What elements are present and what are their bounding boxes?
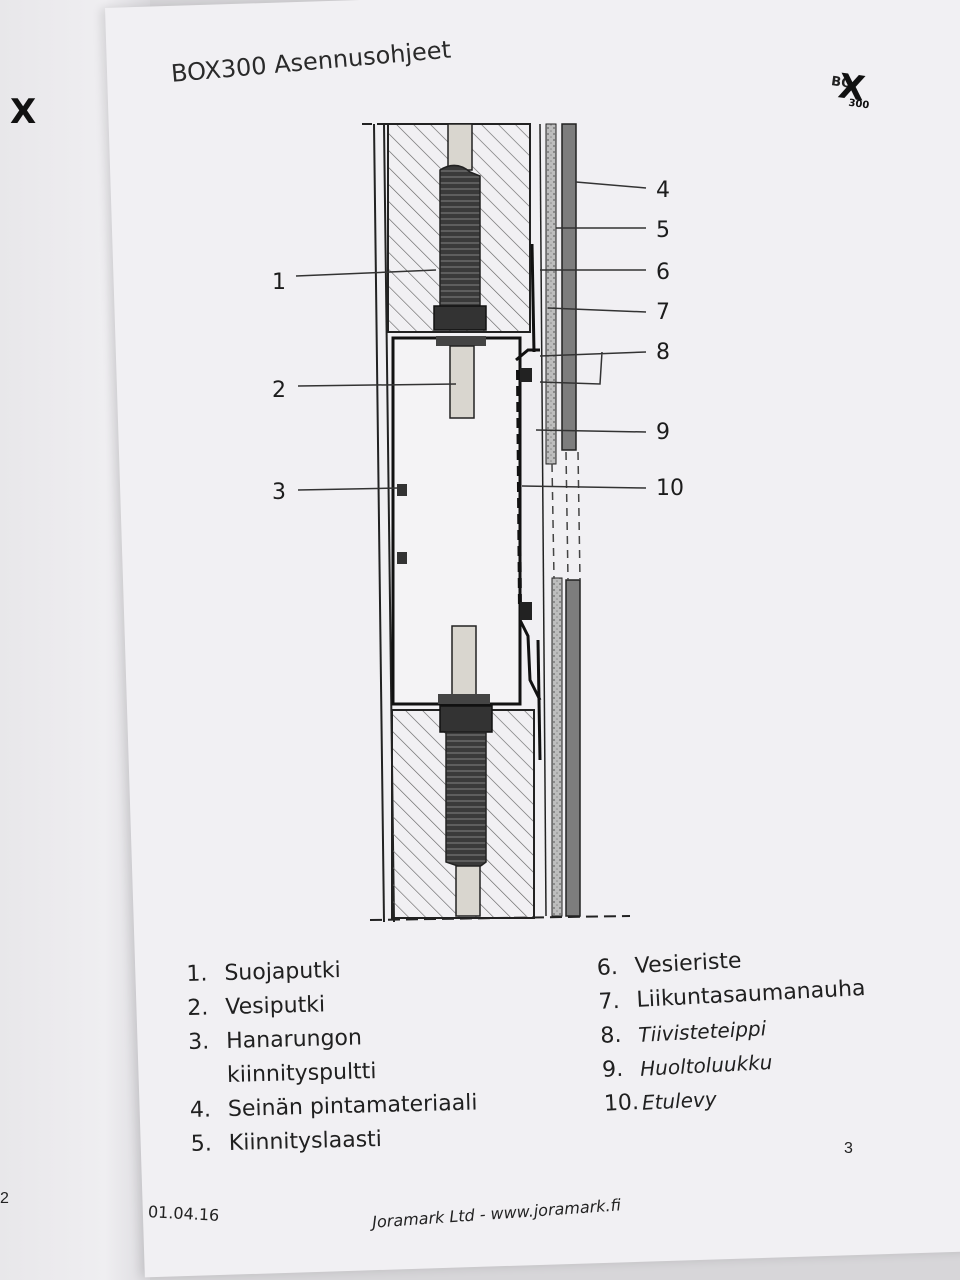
wall-surface-lower xyxy=(565,579,581,917)
legend-left: 1.Suojaputki 2.Vesiputki 3.Hanarungon ki… xyxy=(186,950,479,1161)
page-number: 3 xyxy=(844,1140,853,1157)
upper-wall-block xyxy=(387,123,531,333)
callout-7: 7 xyxy=(656,300,670,325)
protective-pipe-top xyxy=(447,123,473,171)
callout-leader-lines xyxy=(295,181,647,491)
callout-9: 9 xyxy=(656,420,670,445)
pipe-fitting-lower xyxy=(439,705,493,733)
callout-2: 2 xyxy=(272,378,286,403)
protective-conduit-lower xyxy=(445,731,487,870)
lower-wall-block xyxy=(391,705,535,919)
pipe-fitting-upper xyxy=(433,305,487,331)
water-pipe-upper xyxy=(449,345,475,419)
wall-surface-upper xyxy=(561,123,577,451)
mounting-bolt-lower xyxy=(397,552,407,564)
callout-10: 10 xyxy=(656,476,684,501)
legend-right: 6.Vesieriste 7.Liikuntasaumanauha 8.Tiiv… xyxy=(596,938,872,1122)
water-pipe-lower xyxy=(451,625,477,697)
footer-date: 01.04.16 xyxy=(147,1202,220,1225)
callout-5: 5 xyxy=(656,218,670,243)
callout-8: 8 xyxy=(656,340,670,365)
callout-3: 3 xyxy=(272,480,286,505)
previous-page-number: 2 xyxy=(0,1190,9,1207)
box300-logo-previous: X xyxy=(0,92,48,136)
callout-6: 6 xyxy=(656,260,670,285)
front-plate xyxy=(516,369,522,611)
callout-1: 1 xyxy=(272,270,286,295)
mounting-bolt-upper xyxy=(397,484,407,496)
protective-conduit-upper xyxy=(439,164,481,309)
logo-mark: X xyxy=(10,92,37,132)
protective-pipe-bottom xyxy=(455,865,481,917)
wall-layers-right xyxy=(530,123,581,917)
valve-box xyxy=(391,336,542,706)
callout-4: 4 xyxy=(656,178,670,203)
